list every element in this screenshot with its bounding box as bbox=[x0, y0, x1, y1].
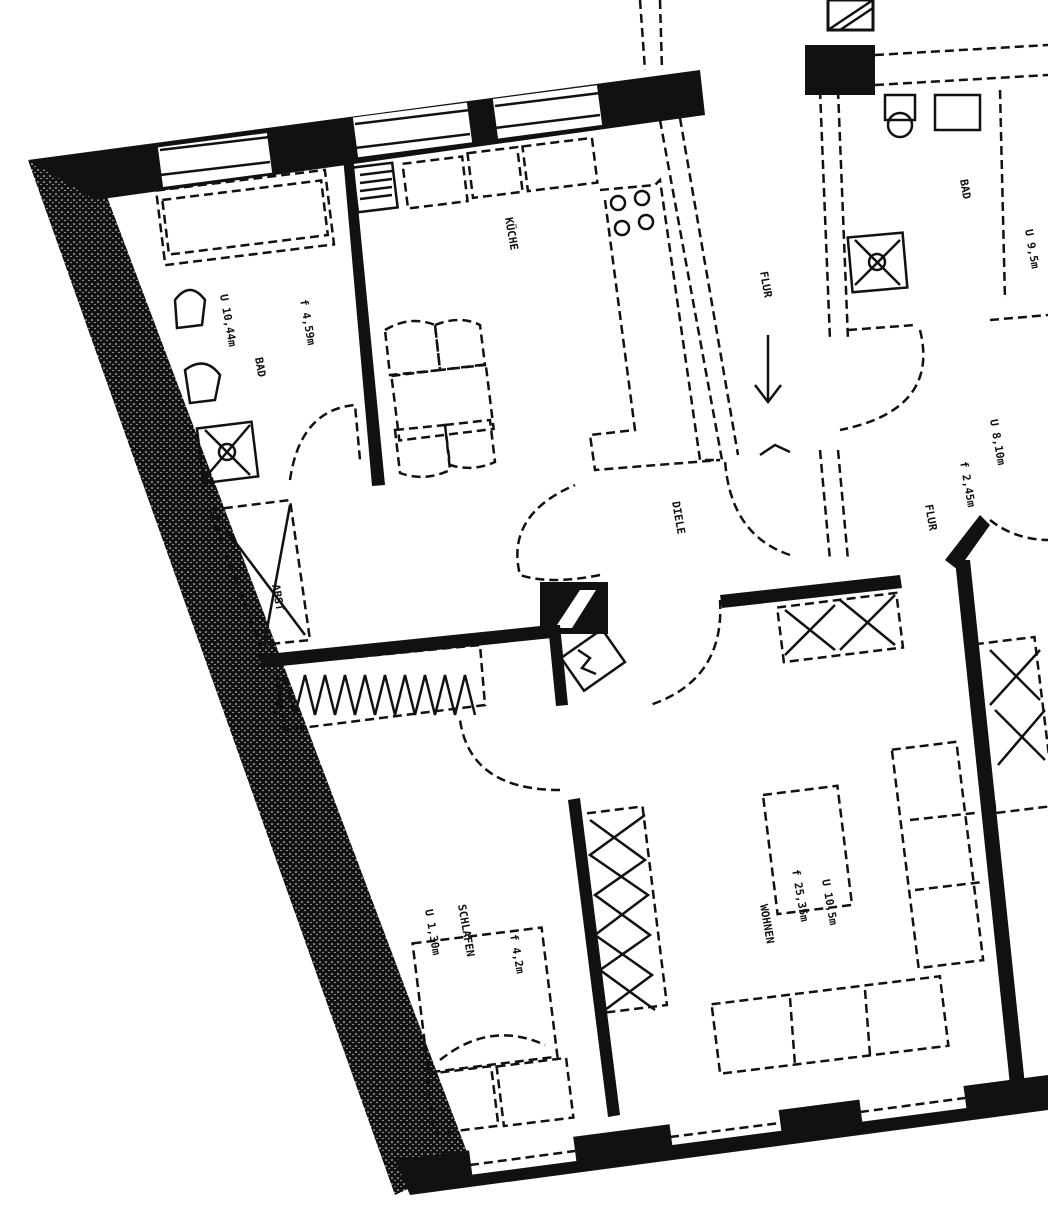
wall-horizontal-right bbox=[720, 575, 902, 608]
label-wohnen-u: U 10,5m bbox=[819, 878, 840, 926]
wall-right-vertical bbox=[955, 560, 1025, 1085]
label-bad-right-area: f 2,45m bbox=[957, 460, 978, 508]
label-schlafen-u: U 1,30m bbox=[422, 908, 443, 956]
window-bottom-1 bbox=[468, 1133, 577, 1175]
window-bottom-3 bbox=[858, 1080, 967, 1122]
label-wohnen-area: f 25,35m bbox=[789, 868, 811, 923]
label-wohnen: WOHNEN bbox=[757, 903, 777, 944]
wall-horizontal-middle bbox=[258, 625, 552, 668]
label-bad-left-extra: U 10,44m bbox=[217, 293, 239, 348]
label-flur-center: FLUR bbox=[757, 270, 774, 299]
exterior-wall-left bbox=[28, 160, 470, 1195]
label-bad-left: BAD bbox=[252, 356, 268, 378]
wall-bad-kueche bbox=[342, 144, 385, 486]
label-schlafen-area: f 4,2m bbox=[507, 933, 527, 975]
label-bad-left-area: f 4,59m bbox=[297, 298, 318, 346]
label-flur-left: FLUR bbox=[922, 503, 939, 532]
label-abst: ABST bbox=[269, 583, 286, 612]
exterior-wall-top-right bbox=[805, 45, 875, 95]
label-bad-right: BAD bbox=[957, 178, 973, 200]
label-room-right: U 9,5m bbox=[1022, 228, 1042, 270]
window-bottom-2 bbox=[668, 1102, 782, 1146]
label-schlafen: SCHLAFEN bbox=[455, 903, 477, 957]
label-kueche: KÜCHE bbox=[502, 216, 522, 251]
label-bad-right-u: U 8,10m bbox=[987, 418, 1008, 466]
label-diele: DIELE bbox=[669, 500, 688, 535]
